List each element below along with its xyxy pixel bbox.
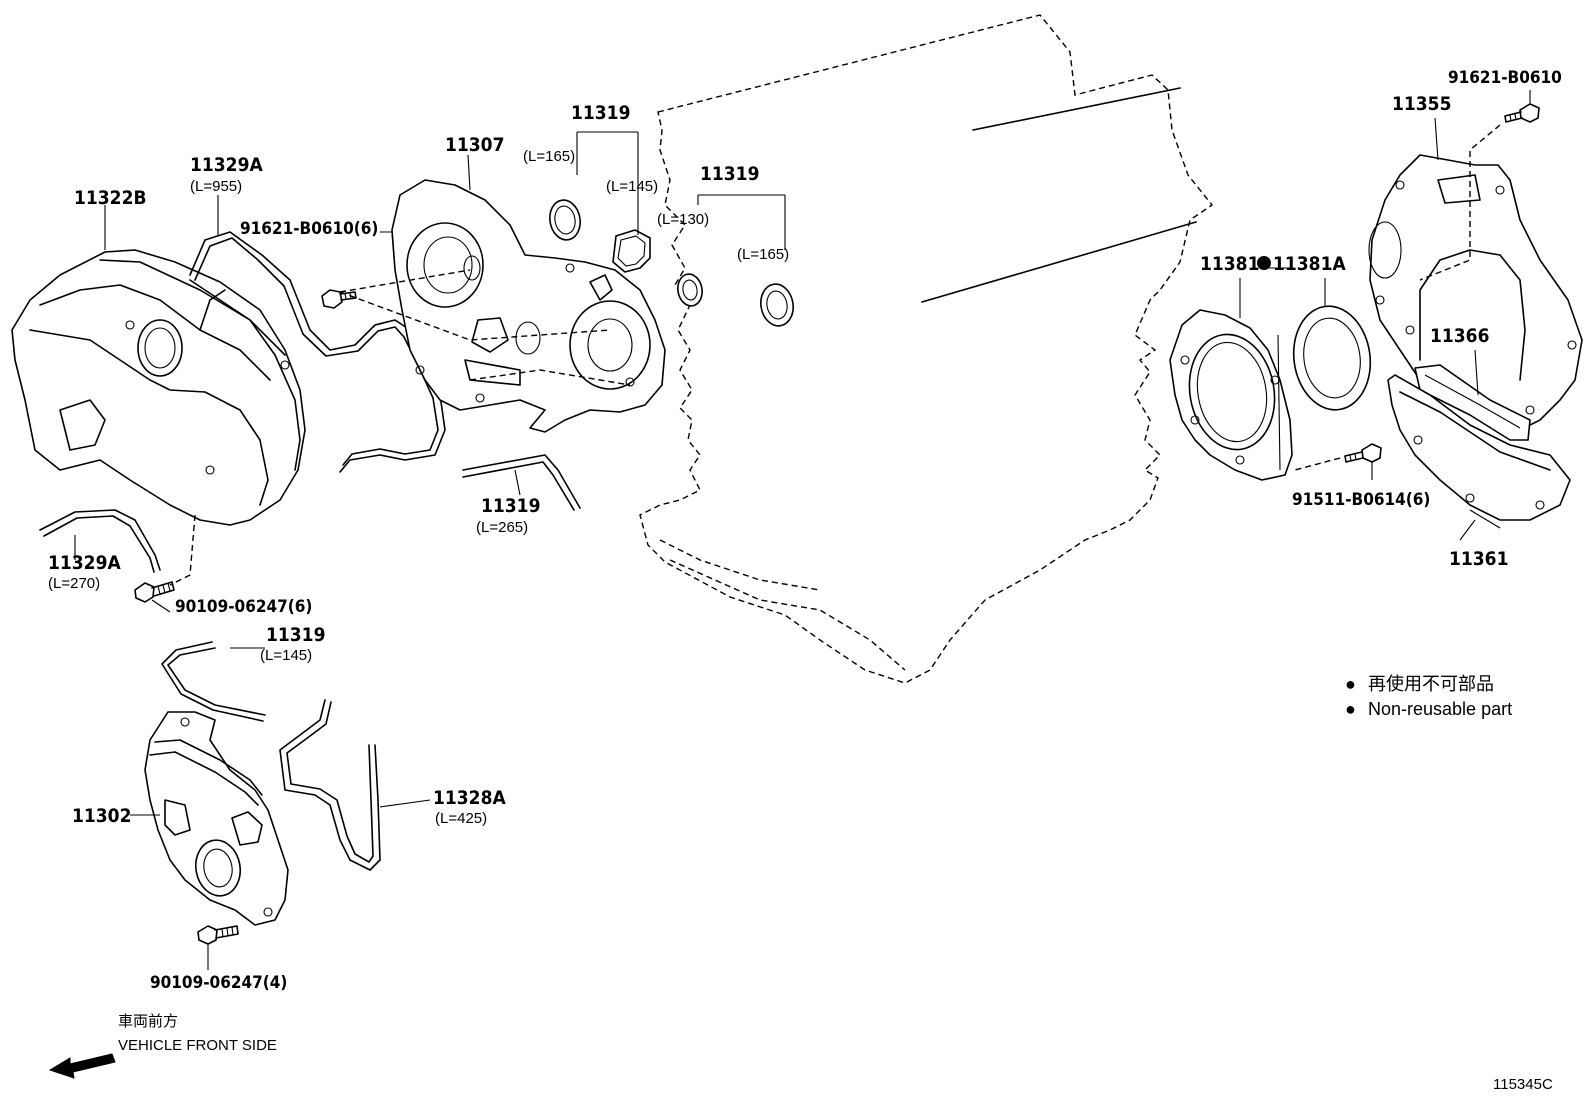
front-side-en: VEHICLE FRONT SIDE xyxy=(118,1037,277,1054)
part-labels: 11322B 11329A (L=955) 91621-B0610(6) 113… xyxy=(48,68,1562,993)
label-11319-d: 11319 xyxy=(266,624,325,646)
label-11319-b-length-1: (L=130) xyxy=(657,211,709,228)
legend: ● 再使用不可部品 ● Non-reusable part xyxy=(1345,674,1512,719)
label-11328a: 11328A xyxy=(433,787,506,809)
legend-marker-1: ● xyxy=(1345,674,1356,694)
label-11329a-top-length: (L=955) xyxy=(190,178,242,195)
legend-marker-2: ● xyxy=(1345,699,1356,719)
label-11361: 11361 xyxy=(1449,548,1508,570)
label-11381: 11381 xyxy=(1200,253,1259,275)
seal-retainer-11381 xyxy=(1169,278,1293,481)
label-11302: 11302 xyxy=(72,805,131,827)
label-11319-b-length-2: (L=165) xyxy=(737,246,789,263)
label-11329a-top: 11329A xyxy=(190,154,263,176)
label-91621-left: 91621-B0610(6) xyxy=(240,219,378,239)
bolt-91621-left xyxy=(321,289,357,309)
label-11322b: 11322B xyxy=(74,187,147,209)
lower-plate-11361 xyxy=(1387,374,1571,529)
label-91621-right: 91621-B0610 xyxy=(1448,68,1562,88)
gasket-11329a-bottom xyxy=(39,509,161,573)
legend-line-en: Non-reusable part xyxy=(1368,699,1512,719)
label-11319-b: 11319 xyxy=(700,163,759,185)
timing-cover-11302 xyxy=(130,711,289,926)
timing-cover-11322b xyxy=(11,249,306,526)
figure-id: 115345C xyxy=(1493,1076,1553,1093)
label-11319-a: 11319 xyxy=(571,102,630,124)
end-plate-11355 xyxy=(1368,117,1583,431)
label-90109-6: 90109-06247(6) xyxy=(175,597,312,617)
seal-strip-11366 xyxy=(1414,349,1531,441)
timing-plate-11307 xyxy=(339,179,666,433)
bolt-91511 xyxy=(1294,443,1382,480)
gasket-11328a xyxy=(279,699,431,871)
label-11319-a-length-2: (L=145) xyxy=(606,178,658,195)
bolt-91621-right xyxy=(1504,90,1540,123)
gasket-11329a-top xyxy=(189,231,446,473)
label-11319-c-length: (L=265) xyxy=(476,519,528,536)
seal-11319-group-b xyxy=(677,194,794,327)
seal-11319-group-a xyxy=(549,131,651,273)
leader-lines xyxy=(104,154,1476,541)
label-11328a-length: (L=425) xyxy=(435,810,487,827)
front-arrow-icon xyxy=(48,1053,116,1079)
label-11381a: 11381A xyxy=(1273,253,1346,275)
label-11355: 11355 xyxy=(1392,93,1451,115)
label-11319-c: 11319 xyxy=(481,495,540,517)
seal-strip-11319-l145 xyxy=(161,641,266,722)
label-11307: 11307 xyxy=(445,134,504,156)
label-11319-a-length-1: (L=165) xyxy=(523,148,575,165)
engine-block-outline xyxy=(639,14,1214,684)
front-side-caption: 車両前方 VEHICLE FRONT SIDE xyxy=(118,1013,277,1054)
bolt-90109-4 xyxy=(197,925,239,970)
oil-seal-11381a xyxy=(1292,278,1372,411)
non-reusable-marker-icon xyxy=(1257,256,1271,270)
bolt-90109-6 xyxy=(134,514,196,613)
label-90109-4: 90109-06247(4) xyxy=(150,973,287,993)
seal-strip-11319-l265 xyxy=(462,454,581,511)
label-11329a-bottom: 11329A xyxy=(48,552,121,574)
front-side-jp: 車両前方 xyxy=(118,1013,178,1030)
label-11366: 11366 xyxy=(1430,325,1489,347)
legend-line-jp: 再使用不可部品 xyxy=(1368,674,1494,694)
label-91511: 91511-B0614(6) xyxy=(1292,490,1430,510)
label-11319-d-length: (L=145) xyxy=(260,647,312,664)
label-11329a-bottom-length: (L=270) xyxy=(48,575,100,592)
